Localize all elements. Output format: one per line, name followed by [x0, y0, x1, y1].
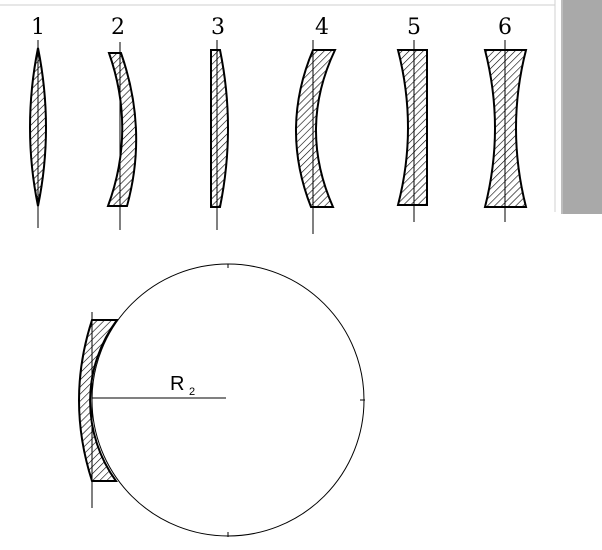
lens-1: 1: [29, 15, 47, 228]
lens-label-6: 6: [498, 15, 512, 40]
scrollbar-edge: [561, 0, 563, 214]
lens-4: 4: [295, 15, 337, 234]
lens-label-1: 1: [31, 15, 45, 40]
lens-label-3: 3: [211, 15, 225, 40]
lens-label-2: 2: [111, 15, 125, 40]
lens-label-5: 5: [407, 15, 421, 40]
scrollbar-track[interactable]: [561, 0, 602, 214]
lens-label-4: 4: [315, 15, 329, 40]
lens-2: 2: [106, 15, 138, 230]
lens-6: 6: [483, 15, 528, 222]
radius-label-subscript: 2: [189, 386, 195, 398]
radius-label: R: [170, 373, 184, 395]
curvature-circle: [91, 263, 365, 537]
curvature-diagram: R 2: [78, 263, 365, 537]
lens-3: 3: [210, 15, 229, 230]
lens-5: 5: [396, 15, 428, 222]
meniscus-lens-section: [78, 319, 119, 482]
